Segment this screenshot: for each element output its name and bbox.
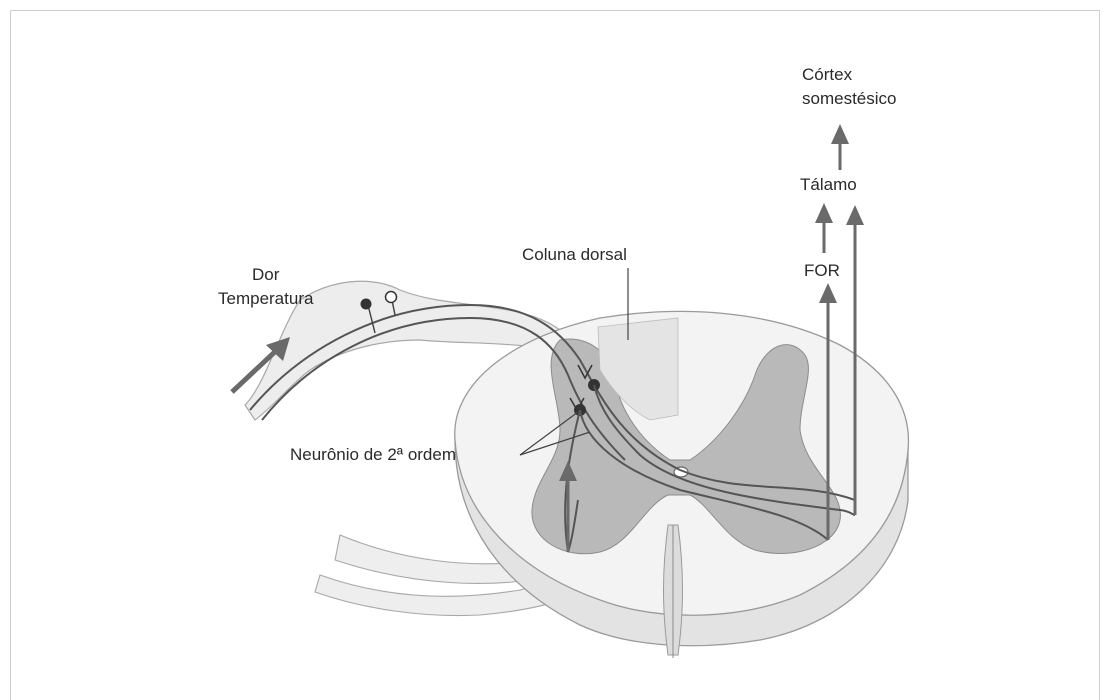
- cortex-label-line2: somestésico: [802, 89, 896, 108]
- talamo-label: Tálamo: [800, 175, 857, 194]
- dark-neuron-cell: [361, 299, 372, 310]
- cortex-label-line1: Córtex: [802, 65, 853, 84]
- neuronio-2a-ordem-label: Neurônio de 2ª ordem: [290, 445, 456, 464]
- light-neuron-cell: [386, 292, 397, 303]
- for-label: FOR: [804, 261, 840, 280]
- coluna-dorsal-label: Coluna dorsal: [522, 245, 627, 264]
- dor-label: Dor: [252, 265, 280, 284]
- temperatura-label: Temperatura: [218, 289, 314, 308]
